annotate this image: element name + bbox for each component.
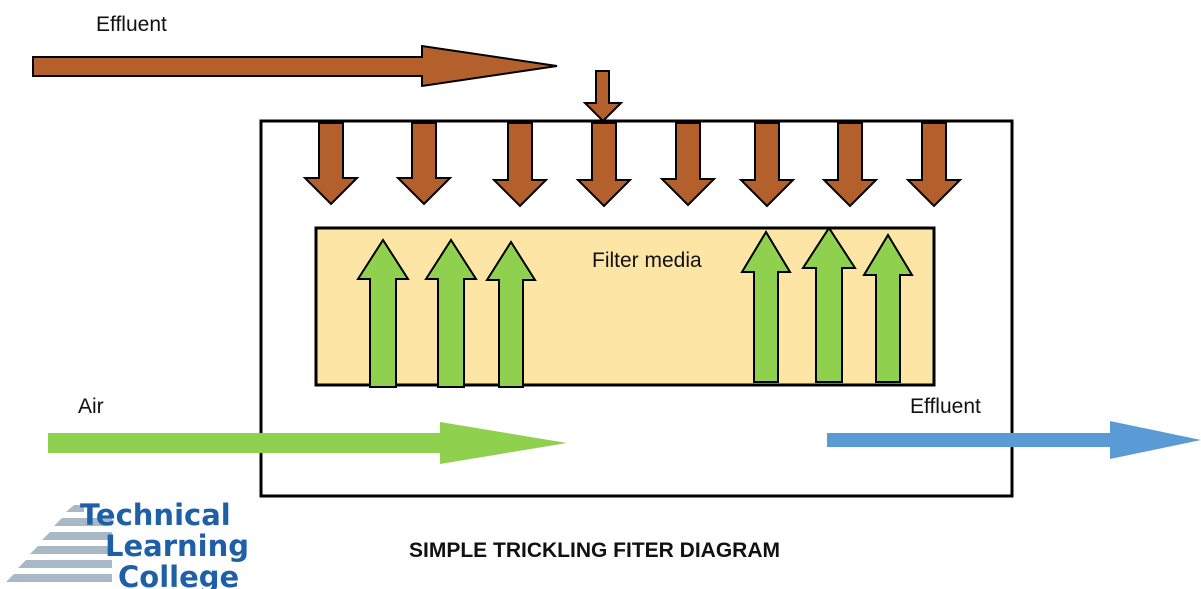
filter-tank (259, 119, 1014, 498)
air-up-arrow (801, 226, 857, 383)
air-up-arrow (740, 230, 792, 383)
diagram-caption: SIMPLE TRICKLING FITER DIAGRAM (409, 539, 780, 562)
distribution-arrow (905, 122, 963, 208)
distribution-arrow (821, 122, 879, 208)
distribution-arrow (659, 122, 717, 207)
distribution-arrow (575, 122, 633, 208)
logo-line-college: College (118, 560, 239, 589)
logo-stripes (6, 505, 112, 582)
distribution-arrow (395, 122, 453, 206)
air-inflow-arrow (48, 422, 567, 464)
logo-line-learning: Learning (105, 529, 249, 563)
filter-media-label: Filter media (592, 249, 702, 272)
technical-learning-college-logo: Technical Learning College (6, 498, 249, 589)
distribution-arrow (738, 122, 796, 208)
distribution-arrows (302, 122, 963, 208)
distribution-arrow (302, 122, 360, 206)
logo-line-technical: Technical (80, 498, 231, 532)
effluent-outflow-arrow (827, 421, 1201, 459)
effluent-outflow-label: Effluent (910, 395, 981, 418)
air-label: Air (78, 395, 104, 418)
effluent-inflow-label: Effluent (96, 13, 167, 36)
distribution-arrow (491, 122, 549, 208)
effluent-inflow-arrow (32, 44, 558, 88)
air-up-arrow (862, 233, 914, 383)
air-flow-arrows (356, 226, 914, 388)
air-up-arrow (485, 240, 537, 388)
air-up-arrow (356, 238, 410, 388)
air-up-arrow (424, 238, 478, 388)
effluent-feed-arrow (582, 70, 624, 123)
